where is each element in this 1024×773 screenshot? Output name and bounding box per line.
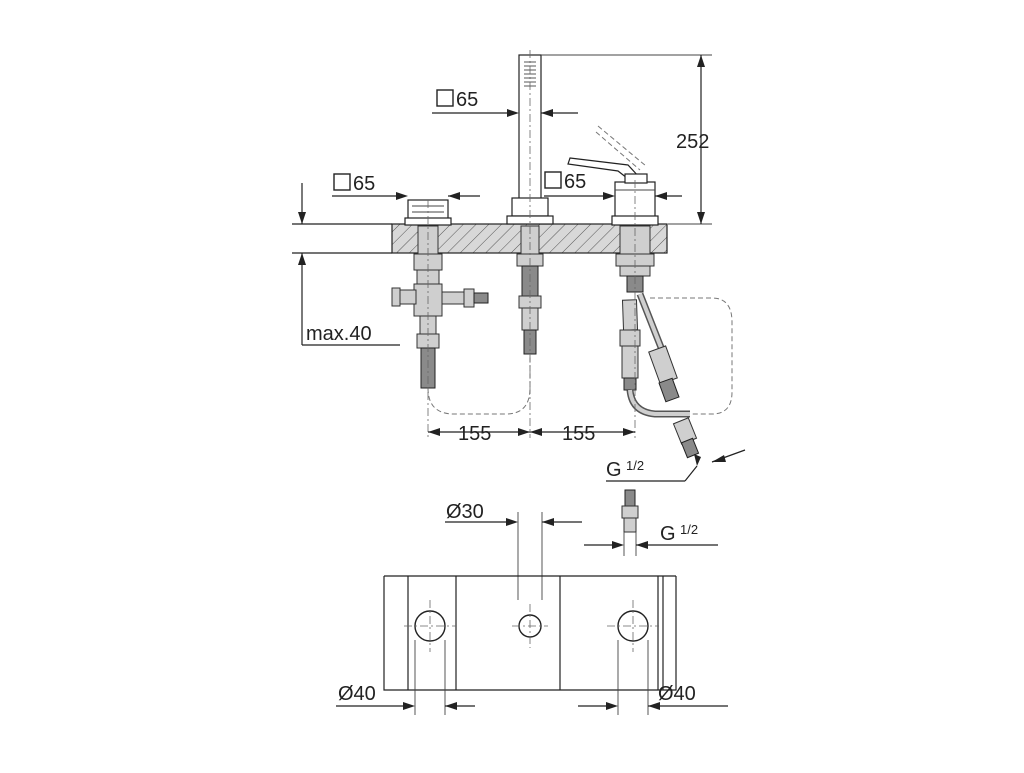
- dim-max-deck: max.40: [298, 183, 400, 346]
- square-mixer-label: 65: [564, 171, 586, 193]
- dia-right-label: Ø40: [658, 683, 696, 705]
- thread-upper-frac: 1/2: [626, 458, 644, 473]
- dim-dia-40-left: Ø40: [336, 683, 475, 710]
- square-outline-icon: [436, 89, 454, 107]
- dim-height-252: 252: [541, 54, 712, 225]
- square-left-valve-label: 65: [353, 173, 375, 195]
- height-label: 252: [676, 131, 709, 153]
- thread-lower-frac: 1/2: [680, 522, 698, 537]
- dia-left-label: Ø40: [338, 683, 376, 705]
- dim-dia-40-right: Ø40: [578, 683, 728, 710]
- square-outline-icon: [544, 171, 562, 189]
- dia-center-label: Ø30: [446, 501, 484, 523]
- dim-spacing: 155 155: [428, 423, 635, 445]
- hidden-outline-right: [650, 297, 733, 415]
- spacing-right-label: 155: [562, 423, 595, 445]
- dim-square-mixer: 65: [544, 171, 682, 200]
- dim-thread-upper: G 1/2: [606, 449, 746, 482]
- dim-thread-lower: G 1/2: [584, 522, 718, 549]
- square-outline-icon: [333, 173, 351, 191]
- mixer-underside: [615, 225, 700, 459]
- dim-dia-30: Ø30: [445, 501, 582, 600]
- side-elevation: 65 65 65 252: [292, 50, 746, 482]
- square-handshower-label: 65: [456, 89, 478, 111]
- hidden-outline-left: [427, 354, 531, 415]
- spacing-left-label: 155: [458, 423, 491, 445]
- plan-view: [383, 575, 677, 715]
- supply-hose-detail: [621, 489, 639, 556]
- thread-lower-g: G: [660, 523, 676, 545]
- dim-square-handshower: 65: [432, 89, 578, 117]
- dim-square-left-valve: 65: [332, 173, 480, 200]
- thread-upper-g: G: [606, 459, 622, 481]
- max-deck-label: max.40: [306, 323, 372, 345]
